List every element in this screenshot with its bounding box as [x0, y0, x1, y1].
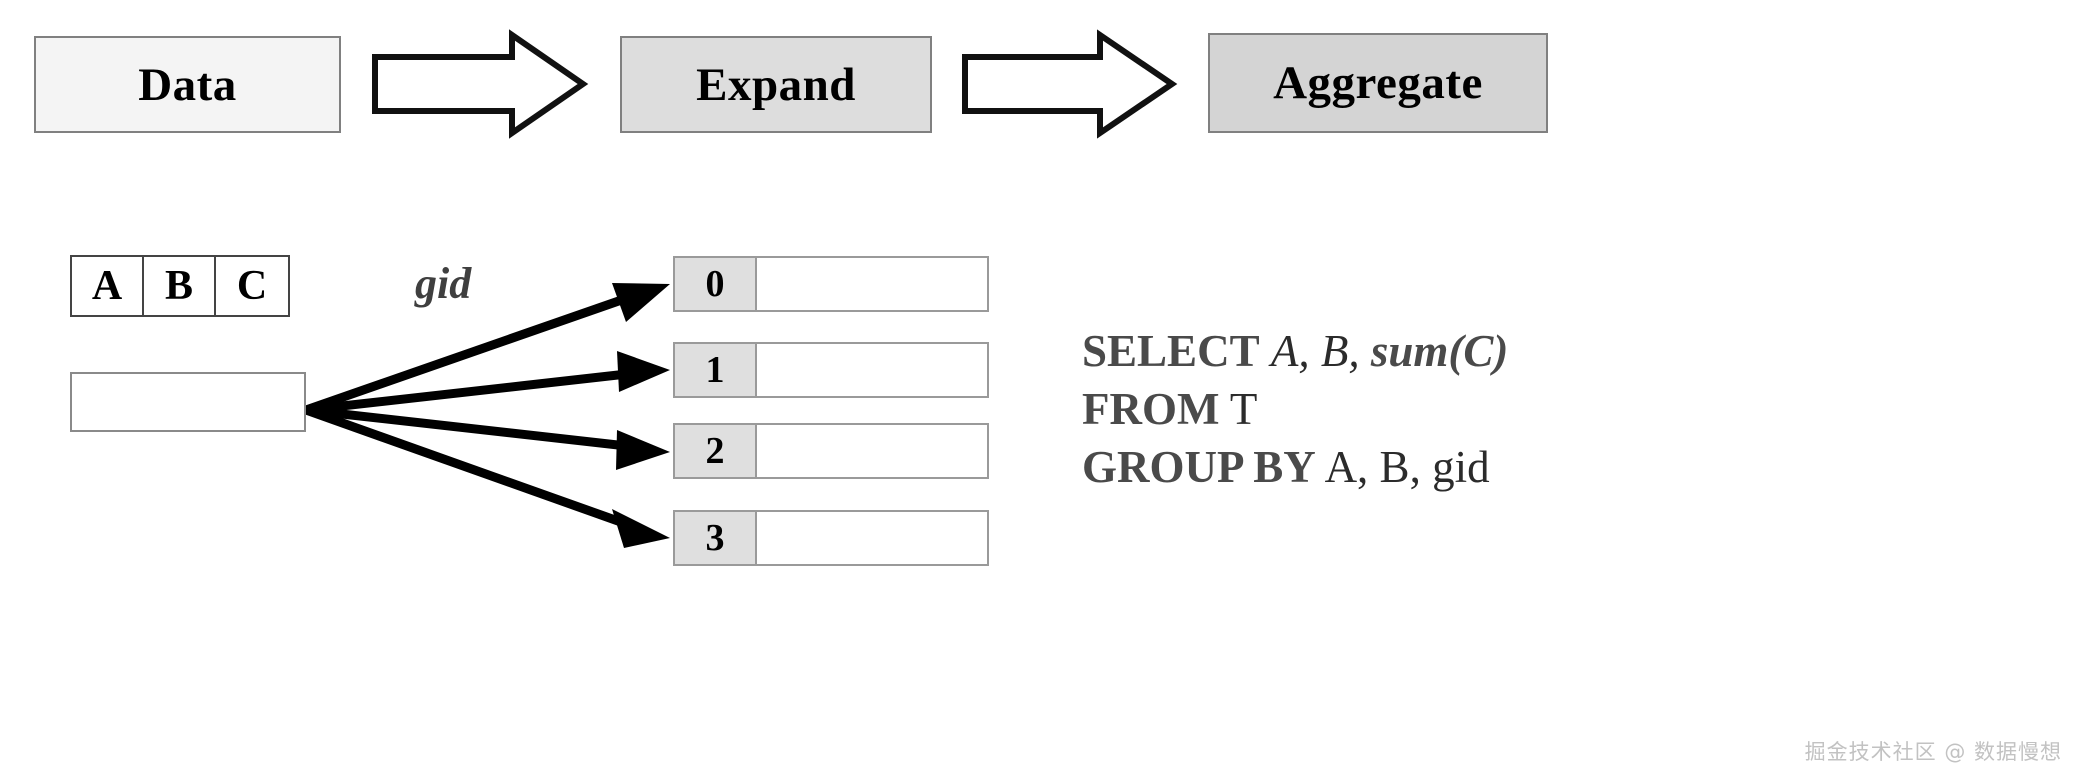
gid-value-cell [757, 344, 987, 396]
gid-value-cell [757, 512, 987, 564]
column-header-a: A [72, 257, 144, 315]
sql-query-text: SELECT A, B, sum(C) FROM T GROUP BY A, B… [1082, 322, 1508, 496]
sql-line-groupby: GROUP BY A, B, gid [1082, 438, 1508, 496]
gid-key-cell: 0 [675, 258, 757, 310]
fan-arrow-to-gid-1 [305, 351, 670, 415]
sql-from-table: T [1229, 384, 1258, 434]
sql-keyword-groupby: GROUP BY [1082, 442, 1316, 492]
expanded-row-gid-2: 2 [673, 423, 989, 479]
gid-value-cell [757, 425, 987, 477]
sql-select-columns: A, B, [1270, 326, 1360, 376]
block-arrow-right-icon [962, 29, 1178, 139]
expanded-row-gid-1: 1 [673, 342, 989, 398]
expanded-row-gid-3: 3 [673, 510, 989, 566]
fan-arrows-group [304, 283, 670, 548]
sql-select-aggregate: sum(C) [1370, 326, 1509, 376]
gid-value-cell [757, 258, 987, 310]
source-table-header: A B C [70, 255, 290, 317]
pipeline-stage-data: Data [34, 36, 341, 133]
expanded-row-gid-0: 0 [673, 256, 989, 312]
pipeline-stage-aggregate: Aggregate [1208, 33, 1548, 133]
block-arrow-right-icon [372, 29, 589, 139]
sql-keyword-select: SELECT [1082, 326, 1260, 376]
fan-arrow-to-gid-3 [304, 405, 670, 548]
column-header-b: B [144, 257, 216, 315]
sql-line-select: SELECT A, B, sum(C) [1082, 322, 1508, 380]
fan-arrow-to-gid-2 [305, 405, 670, 470]
sql-keyword-from: FROM [1082, 384, 1220, 434]
gid-key-cell: 2 [675, 425, 757, 477]
sql-line-from: FROM T [1082, 380, 1508, 438]
watermark-text: 掘金技术社区 @ 数据慢想 [1804, 740, 2062, 764]
sql-groupby-columns: A, B, gid [1324, 442, 1490, 492]
source-table-row [70, 372, 306, 432]
fan-arrow-to-gid-0 [304, 283, 670, 415]
gid-key-cell: 3 [675, 512, 757, 564]
pipeline-stage-expand: Expand [620, 36, 932, 133]
gid-key-cell: 1 [675, 344, 757, 396]
gid-label: gid [415, 259, 472, 308]
column-header-c: C [236, 263, 268, 309]
